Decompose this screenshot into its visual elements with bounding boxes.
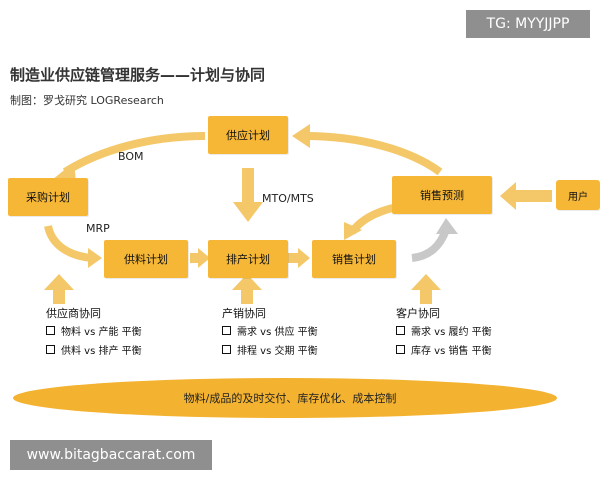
arrow-supply-to-production-shaft [242,168,254,204]
bottom-ellipse [13,378,557,418]
tg-tag: TG: MYYJJPP [466,10,590,38]
label-bom: BOM [118,150,144,163]
watermark: www.bitagbaccarat.com [10,440,212,470]
group-customer-item-1: 需求 vs 履约 平衡 [396,323,492,338]
node-sales-plan: 销售计划 [312,240,396,278]
arrow-production-to-sales-shaft [288,253,300,263]
arrowhead-forecast-grey [436,218,458,234]
arrow-material-to-production-shaft [190,253,200,263]
group-customer-item-text: 库存 vs 销售 平衡 [411,346,492,357]
checkbox-icon [396,326,405,335]
checkbox-icon [46,326,55,335]
group-supplier-item-text: 供料 vs 排产 平衡 [61,346,142,357]
page-title: 制造业供应链管理服务——计划与协同 [10,66,266,84]
arrow-sales-to-forecast-grey [411,228,450,262]
group-production-item-text: 排程 vs 交期 平衡 [237,346,318,357]
arrowhead-material [88,248,102,268]
checkbox-icon [396,345,405,354]
page-subtitle: 制图：罗戈研究 LOGResearch [10,94,164,107]
group-supplier-title: 供应商协同 [46,307,101,320]
node-purchase-plan: 采购计划 [8,178,88,216]
arrow-user-to-forecast-shaft [514,190,552,202]
arrow-production-up-shaft [241,288,253,304]
checkbox-icon [46,345,55,354]
arrowhead-production-up [232,274,262,290]
arrowhead-sales [344,222,362,240]
node-material-plan: 供料计划 [104,240,188,278]
arrow-customer-up-shaft [420,288,432,304]
group-production-item-2: 排程 vs 交期 平衡 [222,342,318,357]
group-supplier-item-1: 物料 vs 产能 平衡 [46,323,142,338]
group-customer-title: 客户协同 [396,307,440,320]
group-supplier-item-2: 供料 vs 排产 平衡 [46,342,142,357]
checkbox-icon [222,345,231,354]
arrow-forecast-to-supply [304,132,443,176]
arrowhead-production [233,202,263,222]
arrow-supply-to-purchase [62,132,206,176]
arrowhead-production-sales [298,248,310,268]
group-production-title: 产销协同 [222,307,266,320]
checkbox-icon [222,326,231,335]
group-customer-item-2: 库存 vs 销售 平衡 [396,342,492,357]
arrowhead-material-production [198,248,210,268]
node-supply-plan: 供应计划 [208,116,288,154]
node-production-plan: 排产计划 [208,240,288,278]
arrowhead-customer-up [411,274,441,290]
label-mrp: MRP [86,222,110,235]
arrowhead-supply [292,124,310,148]
group-production-item-1: 需求 vs 供应 平衡 [222,323,318,338]
bottom-banner-text: 物料/成品的及时交付、库存优化、成本控制 [183,392,397,405]
arrowhead-user-forecast [500,182,516,210]
arrowhead-supplier-up [44,274,74,290]
group-customer-item-text: 需求 vs 履约 平衡 [411,327,492,338]
node-user: 用户 [556,180,600,210]
node-sales-forecast: 销售预测 [392,176,492,214]
arrow-supplier-up-shaft [53,288,65,304]
group-supplier-item-text: 物料 vs 产能 平衡 [61,327,142,338]
arrow-purchase-to-material [44,224,93,262]
label-mto-mts: MTO/MTS [262,192,314,205]
arrowhead-purchase [52,162,76,182]
group-production-item-text: 需求 vs 供应 平衡 [237,327,318,338]
